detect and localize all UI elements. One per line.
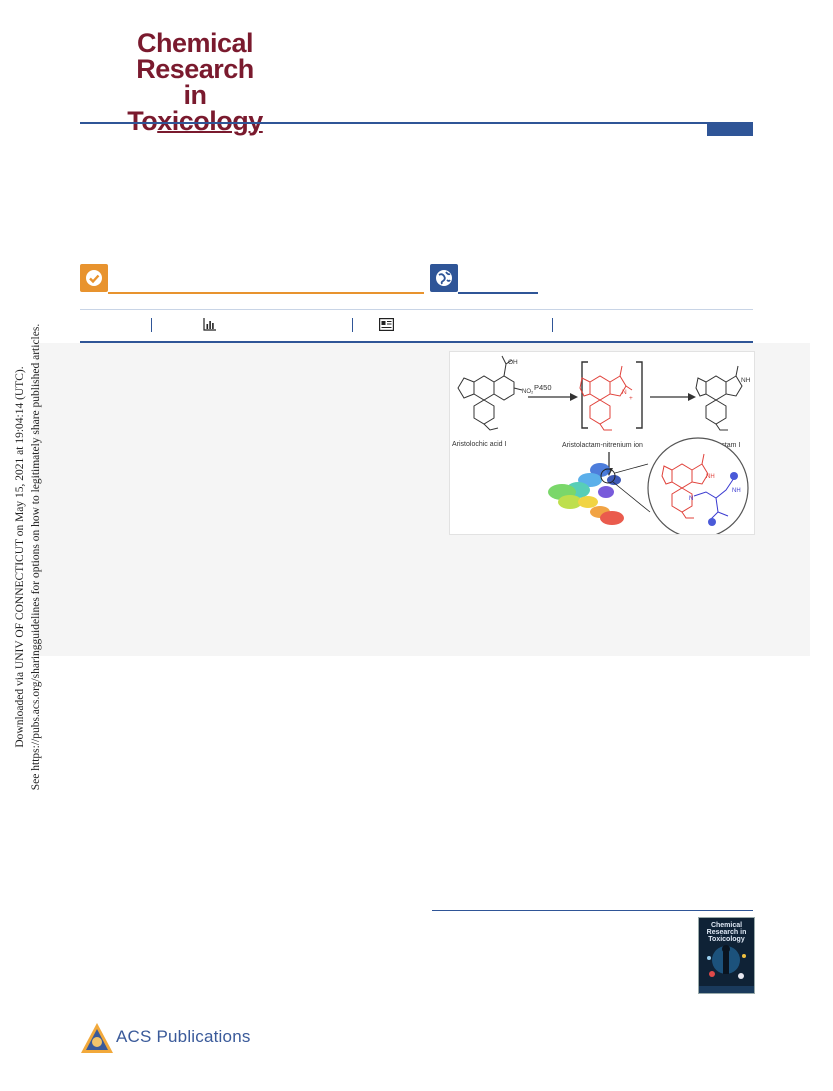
- left-bracket: [581, 361, 588, 429]
- nitrogen-label: N: [622, 389, 627, 396]
- header-corner-tab: [707, 122, 753, 136]
- download-stamp-line-1: Downloaded via UNIV OF CONNECTICUT on Ma…: [14, 366, 26, 748]
- p450-label: P450: [534, 383, 552, 392]
- protein-ribbon: [548, 463, 624, 525]
- reaction-arrow-2-head: [688, 393, 696, 401]
- aristolochic-acid-structure: [457, 355, 523, 431]
- nitrenium-ion-structure: [579, 365, 633, 431]
- acs-logo-icon: [80, 1022, 114, 1059]
- residue-nh-label: NH: [732, 488, 741, 494]
- journal-cover-thumbnail[interactable]: Chemical Research in Toxicology: [698, 917, 755, 994]
- open-access-badge[interactable]: [430, 264, 458, 292]
- nh-label: NH: [741, 377, 751, 384]
- adduct-structure: [661, 453, 709, 519]
- logo-line-3-underlined: xicology: [157, 106, 263, 136]
- cover-title: Chemical Research in Toxicology: [706, 922, 747, 943]
- logo-line-2: Research in: [136, 54, 254, 110]
- logo-line-3: Toxicology: [125, 106, 265, 136]
- metrics-divider: [151, 318, 152, 332]
- no2-label: NO₂: [522, 389, 534, 395]
- zoomed-adduct-circle: [647, 437, 749, 539]
- plus-charge-label: +: [629, 395, 633, 402]
- zoom-line-2: [612, 481, 651, 513]
- reaction-arrow-1-head: [570, 393, 578, 401]
- article-icon[interactable]: [379, 318, 395, 334]
- download-stamp: Downloaded via UNIV OF CONNECTICUT on Ma…: [12, 197, 46, 917]
- metrics-divider: [552, 318, 553, 332]
- logo-line-1: Chemical: [136, 28, 254, 58]
- toc-graphic[interactable]: OH NO₂ Aristolochic acid I P450 N + Aris…: [449, 351, 755, 539]
- residue-atom-2: [708, 518, 716, 526]
- bar-chart-icon[interactable]: [203, 318, 217, 334]
- adduct-nh-label: NH: [706, 474, 715, 480]
- reaction-scheme: OH NO₂ Aristolochic acid I P450 N + Aris…: [452, 355, 751, 539]
- residue-atom-1: [730, 472, 738, 480]
- binding-site-circle: [600, 468, 616, 484]
- cover-art: [699, 945, 754, 993]
- oh-label: OH: [508, 359, 518, 366]
- editors-choice-rule: [108, 292, 424, 294]
- metrics-bar-bottom-rule: [80, 341, 753, 343]
- globe-icon: [430, 264, 458, 302]
- intermediate-label: Aristolactam-nitrenium ion: [562, 442, 643, 449]
- zoom-line-1: [614, 463, 649, 474]
- acs-publications-wordmark: ACS Publications: [116, 1027, 251, 1046]
- editors-choice-badge[interactable]: [80, 264, 108, 292]
- journal-logo: Chemical Research in Toxicology: [125, 28, 265, 136]
- footnote-rule: [432, 910, 753, 911]
- download-stamp-line-2: See https://pubs.acs.org/sharingguidelin…: [30, 323, 42, 791]
- right-bracket: [636, 361, 643, 429]
- metrics-bar-top-rule: [80, 309, 753, 310]
- open-access-rule: [458, 292, 538, 294]
- aristolactam-structure: [695, 365, 743, 431]
- metrics-divider: [352, 318, 353, 332]
- reactant-label: Aristolochic acid I: [452, 441, 507, 448]
- checkmark-icon: [80, 264, 108, 302]
- header-rule: [80, 122, 753, 124]
- adduct-n-label: N: [689, 496, 693, 502]
- logo-line-3-start: To: [127, 106, 158, 136]
